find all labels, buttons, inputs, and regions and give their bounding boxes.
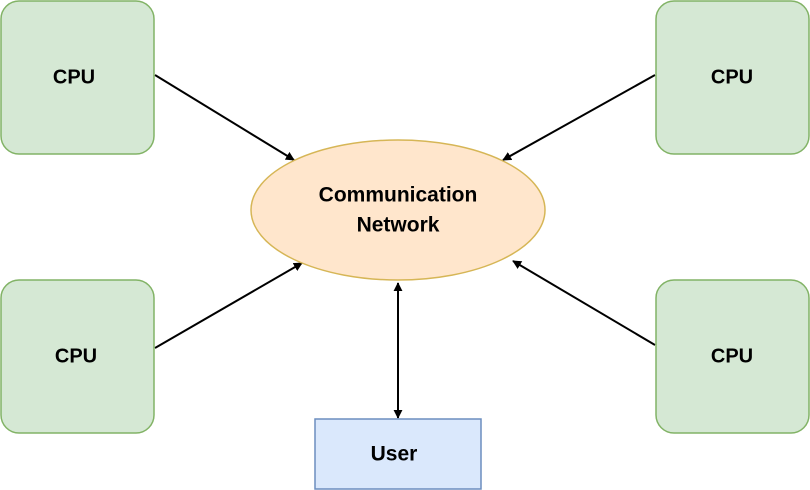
cpu-box — [0, 279, 155, 434]
network-ellipse — [250, 139, 546, 281]
edges — [154, 74, 656, 419]
cpu-label: CPU — [711, 345, 753, 367]
cpu-box — [0, 0, 155, 155]
cpu-node-top-left[interactable]: CPU — [0, 0, 155, 155]
cpu-label: CPU — [55, 345, 97, 367]
user-box — [314, 418, 482, 490]
cpu-node-bottom-right[interactable]: CPU — [655, 279, 810, 434]
edge-cpu-bottom-right-to-network — [512, 260, 656, 346]
user-node[interactable]: User — [314, 418, 482, 490]
network-label-line2: Network — [357, 214, 440, 237]
communication-network-node[interactable]: Communication Network — [250, 139, 546, 281]
edge-cpu-bottom-left-to-network — [154, 262, 303, 349]
user-label: User — [371, 443, 418, 466]
cpu-label: CPU — [711, 66, 753, 88]
cpu-node-bottom-left[interactable]: CPU — [0, 279, 155, 434]
edge-cpu-top-right-to-network — [502, 74, 656, 161]
cpu-label: CPU — [53, 66, 95, 88]
cpu-node-top-right[interactable]: CPU — [655, 0, 810, 155]
edge-cpu-top-left-to-network — [154, 74, 295, 161]
network-label-line1: Communication — [319, 184, 478, 207]
cpu-box — [655, 0, 810, 155]
cpu-box — [655, 279, 810, 434]
